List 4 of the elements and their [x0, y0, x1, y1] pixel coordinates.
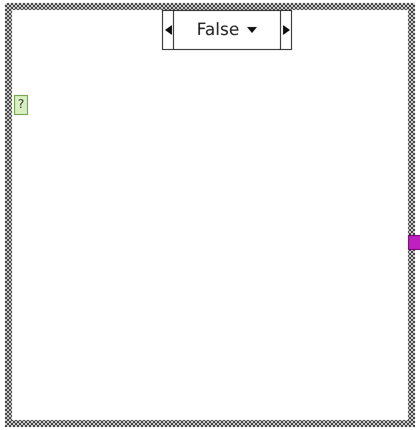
output-tunnel — [408, 235, 420, 250]
selector-terminal: ? — [14, 95, 28, 115]
case-label: False — [196, 20, 240, 40]
case-selector — [162, 10, 292, 50]
